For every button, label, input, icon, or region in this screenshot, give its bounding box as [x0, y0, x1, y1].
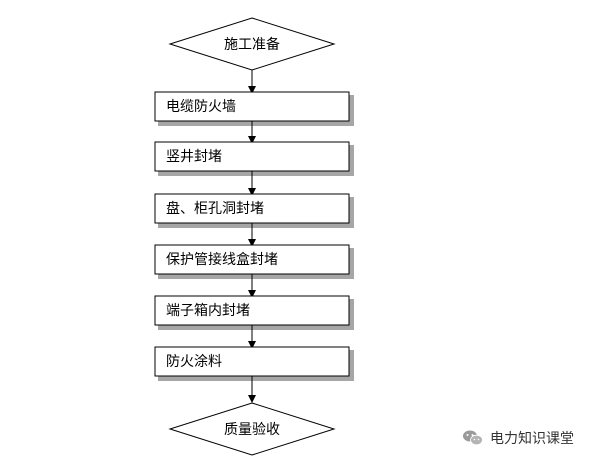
- wechat-icon: [463, 430, 483, 446]
- step-label-5: 端子箱内封堵: [166, 303, 250, 319]
- step-node-1: 电缆防火墙: [154, 91, 354, 126]
- step-node-5: 端子箱内封堵: [154, 295, 354, 330]
- step-node-3: 盘、柜孔洞封堵: [154, 193, 354, 228]
- watermark-text: 电力知识课堂: [490, 431, 574, 447]
- step-label-3: 盘、柜孔洞封堵: [166, 200, 264, 217]
- step-node-6: 防火涂料: [154, 346, 354, 381]
- start-node: 施工准备: [168, 17, 336, 71]
- watermark: 电力知识课堂: [462, 428, 574, 448]
- end-node: 质量验收: [168, 402, 336, 456]
- step-node-4: 保护管接线盒封堵: [154, 244, 354, 279]
- step-node-2: 竖井封堵: [154, 141, 354, 176]
- end-node-label: 质量验收: [224, 422, 280, 438]
- step-label-2: 竖井封堵: [166, 149, 222, 165]
- step-label-4: 保护管接线盒封堵: [166, 251, 278, 268]
- start-node-label: 施工准备: [224, 36, 280, 53]
- step-label-6: 防火涂料: [166, 354, 222, 370]
- step-label-1: 电缆防火墙: [166, 99, 236, 115]
